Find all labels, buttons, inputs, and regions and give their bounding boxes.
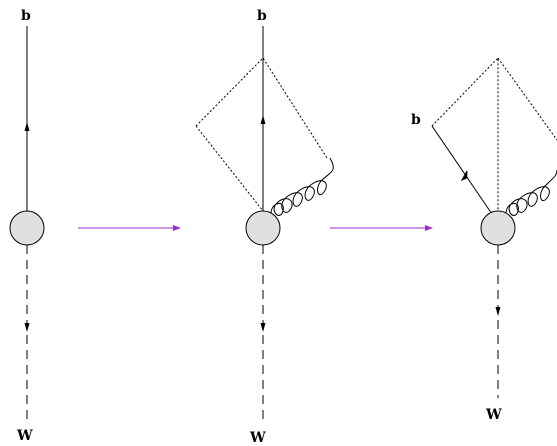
stage-3-dotted-cut [431, 56, 557, 211]
stage-2-w-arrow [260, 323, 266, 332]
stage-2-bottom-label: W [249, 430, 266, 446]
stage-1-diagram: b W [9, 8, 45, 444]
stage-3-top-label: b [411, 112, 421, 128]
stage-3-gluon [505, 169, 557, 216]
stage-2-diagram: b W [195, 8, 334, 446]
stage-1-top-label: b [21, 8, 31, 24]
stage-3-vertex-blob [480, 210, 516, 246]
stage-1-w-arrow [24, 323, 30, 332]
stage-1-vertex-blob [9, 210, 45, 246]
stage-3-diagram: b W [411, 56, 557, 423]
stage-3-quark-arrow [460, 170, 468, 182]
stage-3-bottom-label: W [485, 407, 502, 423]
stage-2-top-label: b [257, 8, 267, 24]
stage-2-vertex-blob [245, 210, 281, 246]
stage-1-quark-arrow [24, 122, 30, 131]
stage-2-quark-arrow [260, 115, 266, 124]
stage-3-quark-line [431, 125, 493, 215]
stage-2-gluon [270, 157, 334, 216]
stage-3-w-arrow [495, 307, 501, 316]
stage-1-bottom-label: W [16, 428, 33, 444]
